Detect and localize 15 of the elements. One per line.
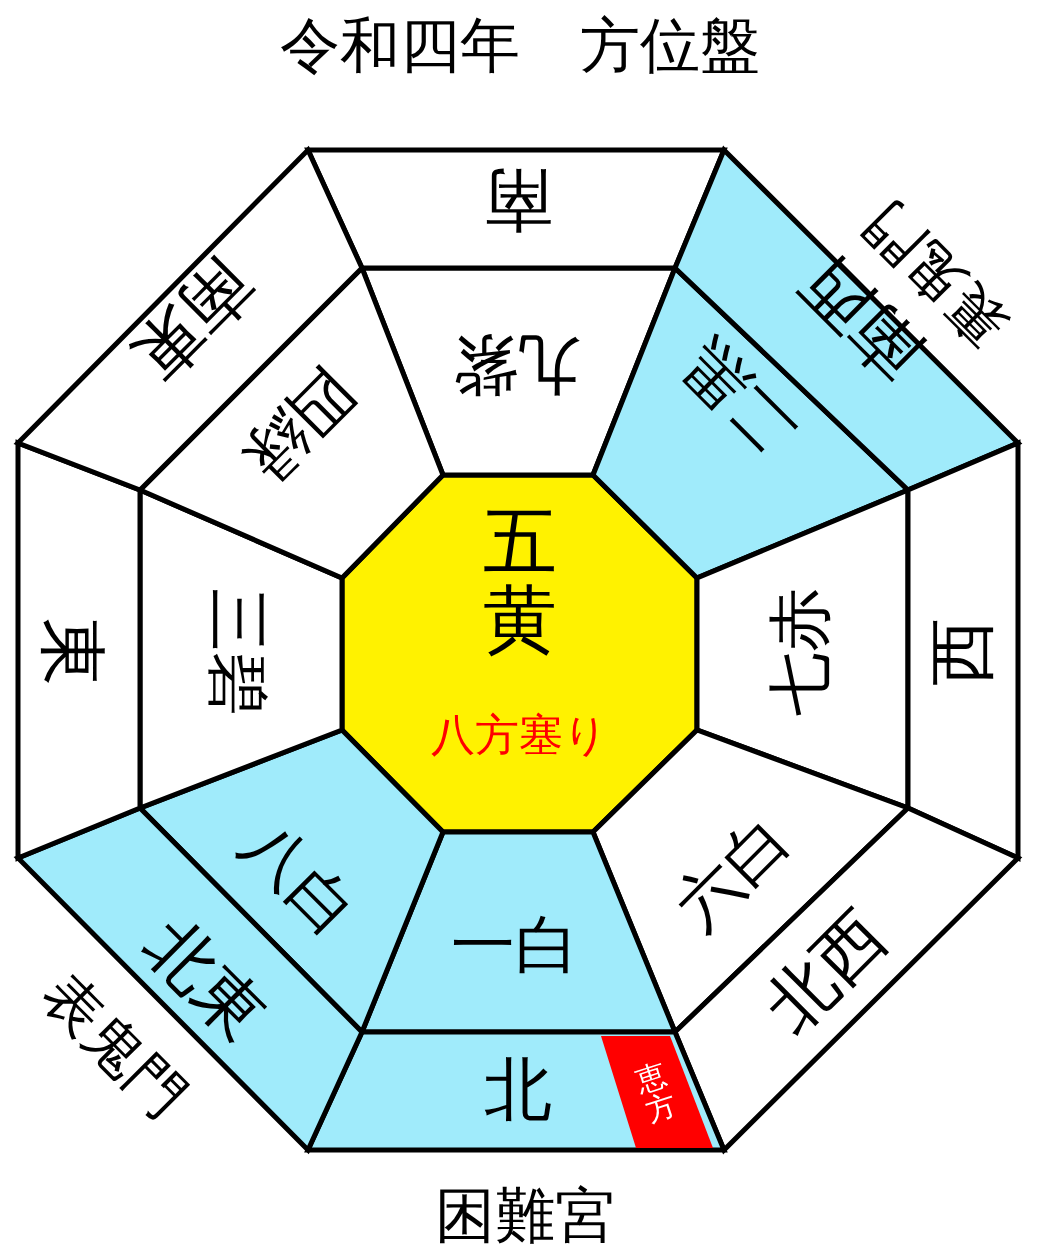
direction-label: 北 bbox=[484, 1056, 552, 1124]
direction-label: 西 bbox=[928, 618, 996, 686]
marker-label: 恵方 bbox=[632, 1057, 680, 1127]
star-label: 二黒 bbox=[670, 330, 806, 466]
direction-label: 東 bbox=[38, 618, 106, 686]
star-label: 一白 bbox=[451, 913, 579, 977]
direction-label: 南 bbox=[484, 166, 552, 234]
star-label: 七赤 bbox=[768, 588, 832, 716]
star-label: 九紫 bbox=[454, 333, 582, 397]
palace-label: 困難宮 bbox=[435, 1185, 615, 1245]
star-label: 三碧 bbox=[206, 588, 270, 716]
title: 令和四年 方位盤 bbox=[280, 15, 760, 75]
star-label: 五黄 bbox=[482, 503, 557, 659]
star-label: 八白 bbox=[232, 810, 368, 946]
warning-label: 八方塞り bbox=[431, 713, 608, 757]
